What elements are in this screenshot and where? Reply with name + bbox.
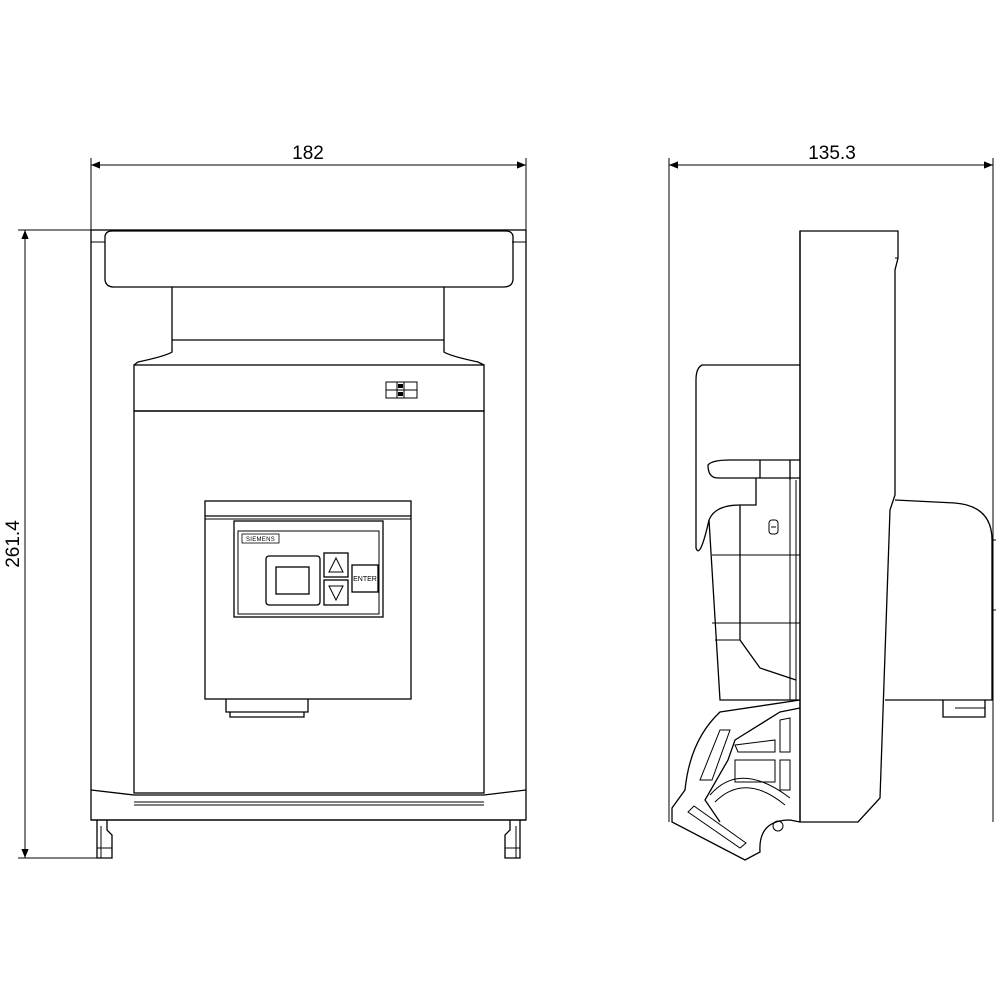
side-view — [671, 230, 996, 861]
front-view: SIEMENS ENTER — [90, 229, 527, 859]
up-arrow-icon — [328, 556, 344, 573]
panel-connector — [225, 699, 309, 713]
lcd-display — [265, 555, 321, 606]
brand-logo: SIEMENS — [241, 533, 280, 544]
left-foot — [96, 820, 113, 859]
down-arrow-button[interactable] — [323, 579, 349, 606]
up-arrow-button[interactable] — [323, 552, 349, 578]
dimension-depth-side: 135.3 — [668, 143, 994, 822]
side-cover-profile — [799, 230, 899, 823]
dimension-label-depth: 135.3 — [808, 143, 856, 164]
keypad-module — [233, 520, 384, 618]
dimension-height: 261.4 — [3, 229, 112, 859]
enter-button[interactable]: ENTER — [351, 564, 379, 593]
main-body-panel — [133, 410, 485, 794]
svg-text:SIEMENS: SIEMENS — [246, 537, 275, 543]
top-handle-bar — [104, 230, 514, 288]
dimension-width-front: 182 — [90, 143, 527, 232]
side-protrusion — [885, 499, 993, 701]
down-arrow-icon — [328, 585, 344, 602]
grid-symbol-icon — [385, 381, 418, 399]
dimension-label-width: 182 — [292, 143, 324, 164]
lcd-screen — [275, 566, 310, 595]
dimension-label-height: 261.4 — [3, 520, 24, 568]
housing-outline — [90, 229, 527, 821]
enter-button-label: ENTER — [353, 576, 377, 583]
right-foot — [504, 820, 521, 859]
screw-icon — [768, 519, 779, 535]
upper-panel — [133, 364, 485, 412]
mount-bracket — [671, 699, 801, 861]
